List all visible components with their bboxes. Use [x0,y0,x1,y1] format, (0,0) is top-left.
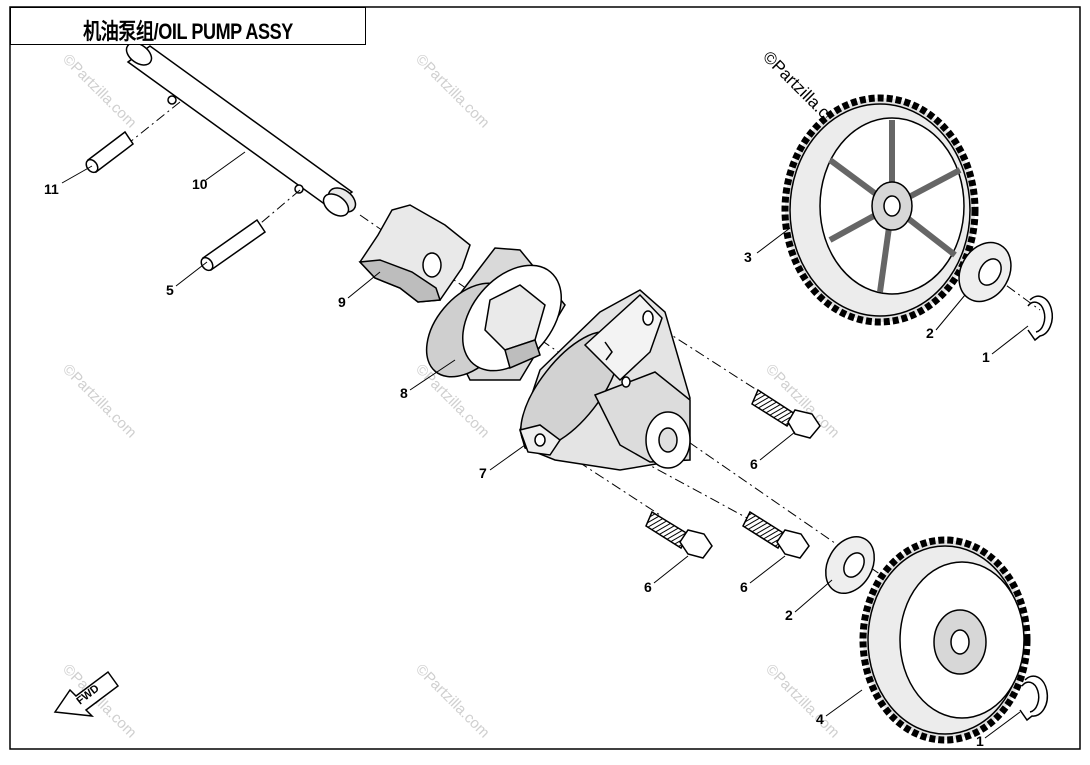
watermark-7: ©Partzilla.com [412,661,493,742]
watermark-1: ©Partzilla.com [59,51,140,132]
watermark-3: ©Partzilla.com [59,361,140,442]
callout-1-lower: 1 [976,733,984,749]
part-circlip-upper [1027,295,1053,342]
callout-4: 4 [816,711,824,727]
part-bolt-upper [751,388,821,439]
callout-11: 11 [44,181,59,197]
callout-8: 8 [400,385,408,401]
diagram-title: 机油泵组/OIL PUMP ASSY [83,19,293,44]
part-circlip-lower [1019,675,1049,722]
part-pin-11 [85,130,135,174]
callout-1-upper: 1 [982,349,990,365]
callout-5: 5 [166,282,174,298]
callout-7: 7 [479,465,487,481]
callout-9: 9 [338,294,346,310]
title-box: 机油泵组/OIL PUMP ASSY [10,7,366,45]
callout-10: 10 [192,176,208,192]
part-gear-upper [781,94,979,326]
part-pin-5 [200,218,267,272]
watermarks: ©Partzilla.com ©Partzilla.com ©Partzilla… [59,47,850,741]
callout-6-lower-left: 6 [644,579,652,595]
callout-labels: 11 10 5 9 8 7 3 2 1 6 6 6 2 4 1 [44,176,990,749]
callout-2-lower: 2 [785,607,793,623]
callout-6-upper: 6 [750,456,758,472]
watermark-8: ©Partzilla.com [762,661,843,742]
part-washer-upper [958,241,1012,303]
callout-2-upper: 2 [926,325,934,341]
part-washer-lower [825,536,875,594]
watermark-2: ©Partzilla.com [412,51,493,132]
callout-3: 3 [744,249,752,265]
part-inner-rotor [358,204,471,303]
callout-6-lower-right: 6 [740,579,748,595]
part-outer-rotor [425,247,566,381]
part-gear-lower [859,536,1031,744]
leader-lines [61,151,1029,739]
part-shaft [125,42,357,217]
outer-border [9,6,1081,750]
part-pump-body [519,289,691,471]
part-bolt-lower-left [645,510,713,559]
part-bolt-lower-right [742,510,810,559]
